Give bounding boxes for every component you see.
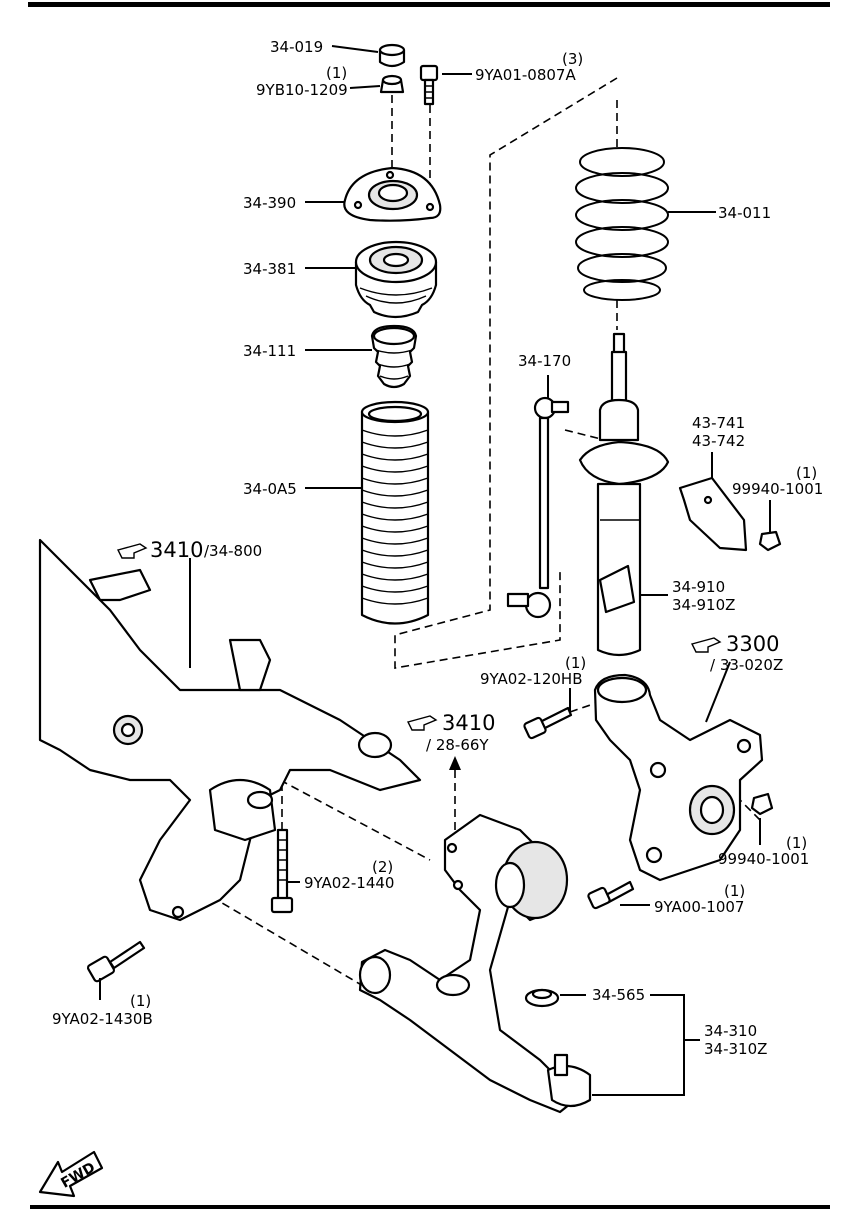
bracket-43-741 xyxy=(678,476,748,552)
top-border xyxy=(28,2,830,7)
fwd-arrow-icon: FWD xyxy=(38,1150,104,1198)
label-99940-1001-b: 99940-1001 xyxy=(718,850,809,868)
dust-cover-34-565 xyxy=(524,988,560,1008)
label-9ya01-qty: (3) xyxy=(562,50,583,68)
label-9yb10-1209: 9YB10-1209 xyxy=(256,81,348,99)
bolt-9ya02-1440 xyxy=(270,828,294,914)
label-34-381: 34-381 xyxy=(243,260,296,278)
leader-lines xyxy=(99,45,771,1096)
label-ref-3410-b: 3410 xyxy=(442,711,495,735)
label-ref-3410-a: 3410 xyxy=(150,538,203,562)
bolt-9ya00-1007 xyxy=(587,880,635,910)
bump-stop-34-111 xyxy=(370,324,418,389)
mount-plate-34-390 xyxy=(343,166,442,222)
label-9ya02-1440-qty: (2) xyxy=(372,858,393,876)
cap-34-019 xyxy=(378,43,406,68)
hand-pointer-icon-3300 xyxy=(690,637,722,653)
bolt-9ya02-1430b xyxy=(86,940,146,983)
label-34-0a5: 34-0A5 xyxy=(243,480,297,498)
bolt-9ya01-0807a xyxy=(419,64,439,106)
shock-absorber-34-910 xyxy=(578,332,670,657)
up-arrow xyxy=(449,756,461,770)
label-ref-34-800: /34-800 xyxy=(204,542,262,560)
steering-knuckle-33-020z xyxy=(593,673,764,882)
hand-pointer-icon-3410a xyxy=(116,543,148,559)
nut-9yb10-1209 xyxy=(379,74,405,94)
label-43-741: 43-741 xyxy=(692,414,745,432)
label-9ya01-0807a: 9YA01-0807A xyxy=(475,66,576,84)
label-34-011: 34-011 xyxy=(718,204,771,222)
label-99940-1001-a: 99940-1001 xyxy=(732,480,823,498)
label-34-111: 34-111 xyxy=(243,342,296,360)
label-9ya02-1430b-qty: (1) xyxy=(130,992,151,1010)
hand-pointer-icon-3410b xyxy=(406,715,438,731)
nut-99940-1001-a xyxy=(758,530,782,552)
label-9ya02-120hb-qty: (1) xyxy=(565,654,586,672)
label-9yb10-qty: (1) xyxy=(326,64,347,82)
stabilizer-link-34-170 xyxy=(506,396,570,619)
label-9ya02-1440: 9YA02-1440 xyxy=(304,874,394,892)
label-ref-28-66y: / 28-66Y xyxy=(426,736,489,754)
label-99940-qty-b: (1) xyxy=(786,834,807,852)
label-34-310z: 34-310Z xyxy=(704,1040,767,1058)
bolt-9ya02-120hb xyxy=(523,706,573,740)
bottom-border xyxy=(30,1205,830,1209)
label-34-310: 34-310 xyxy=(704,1022,757,1040)
label-34-910: 34-910 xyxy=(672,578,725,596)
label-34-565: 34-565 xyxy=(592,986,645,1004)
dust-boot-34-0a5 xyxy=(360,400,430,625)
label-ref-3300: 3300 xyxy=(726,632,779,656)
crossmember-34-800 xyxy=(38,538,422,922)
coil-spring-34-011 xyxy=(575,147,669,301)
label-99940-qty-a: (1) xyxy=(796,464,817,482)
label-43-742: 43-742 xyxy=(692,432,745,450)
label-34-170: 34-170 xyxy=(518,352,571,370)
label-9ya02-1430b: 9YA02-1430B xyxy=(52,1010,153,1028)
label-9ya00-1007: 9YA00-1007 xyxy=(654,898,744,916)
label-9ya02-120hb: 9YA02-120HB xyxy=(480,670,583,688)
label-34-910z: 34-910Z xyxy=(672,596,735,614)
nut-99940-1001-b xyxy=(750,792,774,816)
label-34-019: 34-019 xyxy=(270,38,323,56)
strut-mount-34-381 xyxy=(354,240,438,319)
lower-control-arm-34-310 xyxy=(358,813,592,1114)
label-9ya00-qty: (1) xyxy=(724,882,745,900)
label-ref-33-020z: / 33-020Z xyxy=(710,656,783,674)
label-34-390: 34-390 xyxy=(243,194,296,212)
